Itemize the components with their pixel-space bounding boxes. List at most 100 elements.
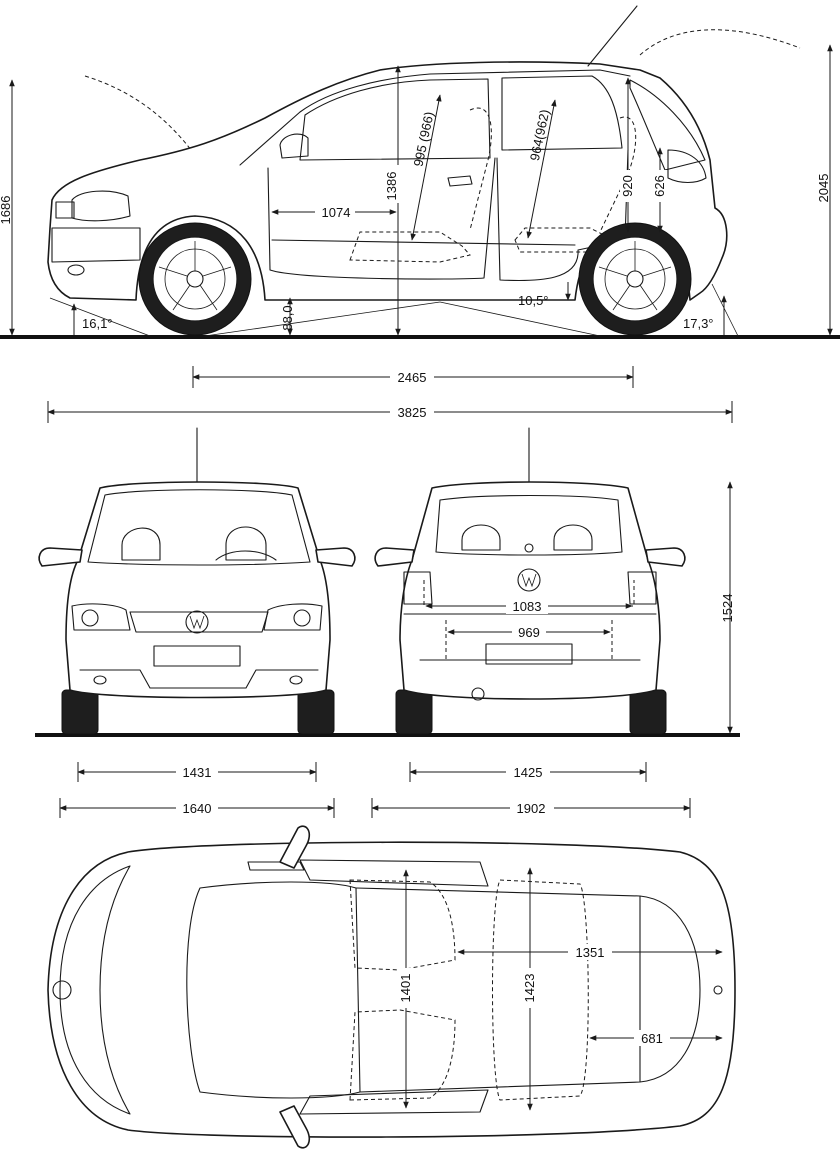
- label-load-width-lower: 969: [518, 625, 540, 640]
- front-bumper: [51, 227, 141, 263]
- dim-line-front-headroom: [410, 94, 442, 241]
- side-view: 1686 2045 1386 1074 995 (966) 964(962) 9…: [0, 5, 840, 423]
- label-departure-angle: 17,3°: [683, 316, 714, 331]
- rear-window: [435, 494, 623, 556]
- ramp-angle-line-b: [439, 301, 601, 337]
- open-hood-arc: [84, 75, 196, 156]
- front-right-tire: [297, 689, 335, 735]
- label-overall-height: 1686: [0, 196, 13, 225]
- top-left-mirror: [279, 825, 311, 869]
- label-rear-track: 1425: [514, 765, 543, 780]
- label-wheelbase: 2465: [398, 370, 427, 385]
- front-fog-left: [93, 675, 107, 685]
- front-seatback-outline: [469, 107, 492, 231]
- label-rear-626: 626: [652, 175, 667, 197]
- front-door-window: [299, 78, 491, 161]
- front-left-tire: [61, 689, 99, 735]
- front-lower-bumper: [79, 669, 319, 689]
- front-fog-right: [289, 675, 303, 685]
- vw-logo-rear-mark: [521, 573, 537, 588]
- label-ramp-angle: 10,5°: [518, 293, 549, 308]
- rear-wheel: [578, 222, 692, 336]
- label-front-track: 1431: [183, 765, 212, 780]
- open-tailgate-arc: [639, 29, 801, 56]
- side-mirror: [279, 133, 309, 159]
- front-grille: [55, 201, 75, 219]
- label-overall-length: 3825: [398, 405, 427, 420]
- rear-door: [496, 149, 629, 282]
- rear-door-window: [501, 75, 623, 151]
- dim-line-rear-headroom: [526, 99, 557, 239]
- left-lamp-inner: [81, 609, 99, 627]
- front-view: 1431 1640: [35, 427, 740, 818]
- rear-view: 1083 969 1524 1425 1902: [371, 427, 735, 818]
- label-load-width-upper: 1083: [513, 599, 542, 614]
- front-seat-outline: [349, 231, 471, 263]
- top-right-mirror: [279, 1105, 311, 1149]
- rear-right-tire: [629, 689, 667, 735]
- label-boot-length: 681: [641, 1031, 663, 1046]
- antenna: [587, 5, 638, 67]
- steering-wheel: [215, 550, 277, 561]
- vw-logo-front-mark: [189, 615, 205, 630]
- vw-logo-top: [52, 980, 72, 1000]
- front-body: [65, 481, 331, 699]
- fog-lamp: [67, 264, 85, 276]
- top-roof: [355, 887, 641, 1093]
- rear-headrest-right: [553, 524, 593, 551]
- top-front-seat-right: [349, 1009, 456, 1101]
- approach-angle-line: [49, 297, 151, 337]
- top-front-seat-left: [349, 879, 456, 971]
- label-rear-height: 1524: [720, 594, 735, 623]
- front-right-headlight: [263, 603, 323, 631]
- top-windshield: [186, 881, 361, 1099]
- label-rear-920: 920: [620, 175, 635, 197]
- right-headrest: [225, 526, 267, 561]
- top-left-window: [299, 859, 489, 887]
- front-door: [267, 157, 496, 280]
- front-wheel: [138, 222, 252, 336]
- rear-plate: [485, 643, 573, 665]
- label-interior-rear: 1423: [522, 974, 537, 1003]
- vw-logo-rear: [517, 568, 541, 592]
- exhaust-pipe: [471, 687, 485, 701]
- label-load-length: 1351: [576, 945, 605, 960]
- label-cargo-length: 1074: [322, 205, 351, 220]
- front-left-headlight: [71, 603, 131, 631]
- rear-seat-outline: [514, 227, 611, 253]
- left-headrest: [121, 527, 161, 561]
- label-height-antenna: 2045: [816, 174, 831, 203]
- top-hood-front: [59, 865, 131, 1115]
- top-body: [47, 841, 736, 1138]
- label-ground-clearance: 88,0: [280, 305, 295, 330]
- front-grille-view: [129, 611, 269, 633]
- front-right-mirror: [315, 547, 356, 567]
- roof-window-line: [239, 69, 631, 166]
- headlight: [71, 190, 131, 222]
- label-approach-angle: 16,1°: [82, 316, 113, 331]
- load-upper-guide: [423, 580, 635, 607]
- tail-lamp: [667, 149, 707, 184]
- rear-right-lamp: [627, 571, 657, 605]
- door-handle: [447, 175, 473, 187]
- rear-right-mirror: [645, 547, 686, 567]
- rear-headrest-left: [461, 524, 501, 551]
- label-width: 1640: [183, 801, 212, 816]
- top-view: 1401 1423 1351 681: [47, 825, 736, 1149]
- top-rear-bench: [492, 879, 589, 1101]
- top-right-window: [299, 1089, 489, 1115]
- rear-brake-light: [524, 543, 534, 553]
- front-plate: [153, 645, 241, 667]
- vw-logo-front: [185, 610, 209, 634]
- rear-lock-top: [713, 985, 723, 995]
- ramp-angle-line-a: [204, 301, 441, 337]
- side-molding: [271, 239, 576, 246]
- windshield: [87, 489, 311, 566]
- label-interior-height: 1386: [384, 172, 399, 201]
- departure-angle-line: [711, 283, 739, 337]
- rear-left-tire: [395, 689, 433, 735]
- rear-left-mirror: [374, 547, 415, 567]
- label-interior-front: 1401: [398, 974, 413, 1003]
- rear-quarter-window: [629, 79, 706, 171]
